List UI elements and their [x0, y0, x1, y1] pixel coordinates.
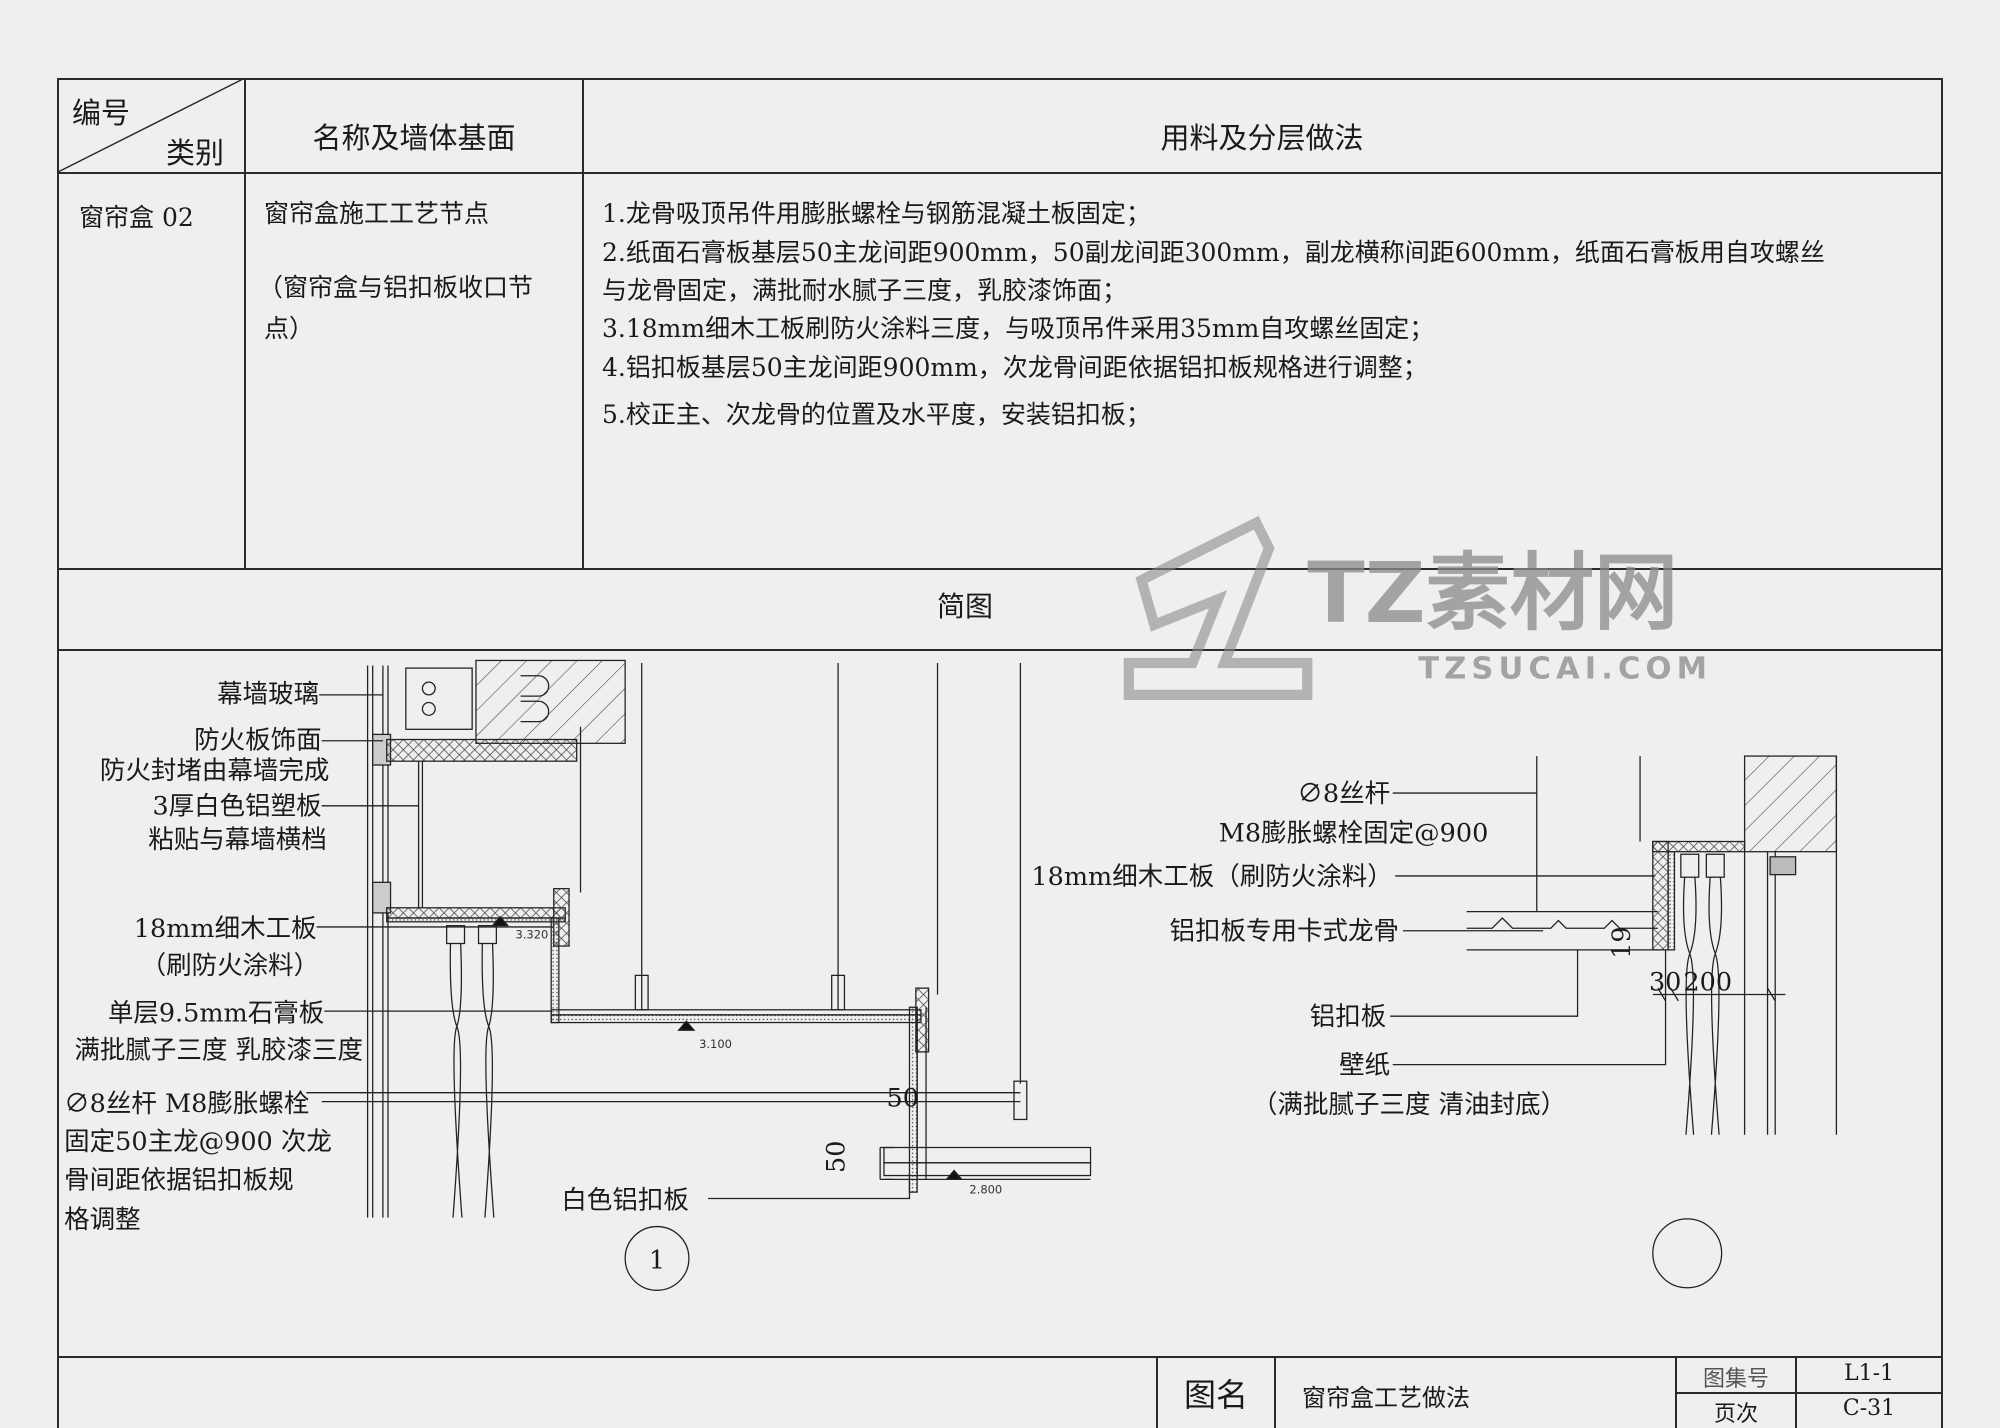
step-4: 4.铝扣板基层50主龙间距900mm，次龙骨间距依据铝扣板规格进行调整； — [602, 353, 1428, 382]
section-title: 简图 — [936, 590, 993, 623]
header-divider — [57, 172, 1942, 174]
watermark-logo: TZ素材网 TZSUCAI.COM — [1123, 515, 1712, 700]
step-3: 3.18mm细木工板刷防火涂料三度，与吸顶吊件采用35mm自攻螺丝固定； — [602, 314, 1435, 343]
dim-19: 19 — [1607, 926, 1637, 958]
label-r-bolt: M8膨胀螺栓固定@900 — [1219, 819, 1489, 849]
label-r-blockboard: 18mm细木工板（刷防火涂料） — [1031, 862, 1392, 892]
right-detail-labels: ∅8丝杆 M8膨胀螺栓固定@900 18mm细木工板（刷防火涂料） 铝扣板专用卡… — [1031, 779, 1732, 1120]
dim-200: 200 — [1683, 968, 1732, 998]
row-divider — [57, 568, 1942, 570]
row-name-note-1: （窗帘盒与铝扣板收口节 — [258, 273, 534, 302]
detail-number: 1 — [649, 1246, 665, 1276]
elevation-3100: 3.100 — [699, 1037, 732, 1051]
title-label: 图名 — [1183, 1376, 1248, 1414]
label-rod-4: 格调整 — [64, 1205, 141, 1235]
set-label: 图集号 — [1702, 1367, 1769, 1392]
left-detail-labels: 幕墙玻璃 防火板饰面 防火封堵由幕墙完成 3厚白色铝塑板 粘贴与幕墙横档 18m… — [64, 680, 1002, 1276]
label-white-alu-panel: 白色铝扣板 — [561, 1186, 689, 1216]
step-2: 2.纸面石膏板基层50主龙间距900mm，50副龙间距300mm，副龙横称间距6… — [602, 238, 1825, 267]
step-1: 1.龙骨吸顶吊件用膨胀螺栓与钢筋混凝土板固定； — [602, 199, 1151, 228]
col-divider-1 — [244, 78, 246, 569]
right-detail-geometry — [1390, 755, 1838, 1289]
drawing-bottom-divider — [57, 1356, 1942, 1358]
header-code: 编号 — [72, 96, 131, 130]
watermark-url: TZSUCAI.COM — [1418, 651, 1712, 686]
dim-50-side: 50 — [821, 1141, 851, 1173]
header-category: 类别 — [166, 136, 225, 170]
step-5: 5.校正主、次龙骨的位置及水平度，安装铝扣板； — [602, 400, 1151, 429]
section-divider — [57, 649, 1942, 651]
dim-50-top: 50 — [887, 1084, 919, 1114]
page-label: 页次 — [1713, 1402, 1758, 1427]
set-value: L1-1 — [1843, 1361, 1895, 1386]
label-fire-paint: （刷防火涂料） — [141, 951, 320, 981]
table-border-right — [1941, 78, 1943, 1428]
label-gypsum: 单层9.5mm石膏板 — [108, 998, 324, 1028]
row-name: 窗帘盒施工工艺节点 — [264, 199, 490, 228]
label-blockboard: 18mm细木工板 — [134, 914, 317, 944]
label-r-wallpaper: 壁纸 — [1339, 1051, 1390, 1081]
step-2-cont: 与龙骨固定，满批耐水腻子三度，乳胶漆饰面； — [602, 276, 1128, 305]
label-r-keel: 铝扣板专用卡式龙骨 — [1170, 917, 1400, 947]
title-block-div-2 — [1274, 1357, 1276, 1428]
label-alu-plastic-fix: 粘贴与幕墙横档 — [148, 825, 327, 855]
label-r-putty: （满批腻子三度 清油封底） — [1252, 1090, 1566, 1120]
col-divider-2 — [582, 78, 584, 569]
title-block-mid — [1675, 1392, 1942, 1394]
label-rod-1: ∅8丝杆 M8膨胀螺栓 — [64, 1089, 309, 1119]
page-value: C-31 — [1842, 1396, 1896, 1421]
label-putty: 满批腻子三度 乳胶漆三度 — [74, 1035, 363, 1065]
label-rod-3: 骨间距依据铝扣板规 — [64, 1165, 294, 1195]
elevation-2800: 2.800 — [969, 1182, 1002, 1196]
left-detail-geometry — [306, 659, 1092, 1291]
watermark-brand: TZ素材网 — [1307, 544, 1678, 642]
title-block-div-1 — [1156, 1357, 1158, 1428]
label-r-alu-panel: 铝扣板 — [1310, 1002, 1387, 1032]
header-materials: 用料及分层做法 — [1160, 121, 1364, 155]
dim-30: 30 — [1649, 968, 1681, 998]
label-r-rod: ∅8丝杆 — [1297, 779, 1390, 809]
row-name-note-2: 点） — [264, 314, 315, 343]
table-border-left — [57, 78, 59, 1428]
label-fireboard: 防火板饰面 — [194, 725, 322, 755]
label-fire-seal: 防火封堵由幕墙完成 — [100, 756, 330, 786]
label-curtain-glass: 幕墙玻璃 — [217, 680, 319, 710]
elevation-3320: 3.320 — [516, 927, 549, 941]
label-rod-2: 固定50主龙@900 次龙 — [64, 1127, 332, 1157]
label-alu-plastic: 3厚白色铝塑板 — [152, 792, 321, 822]
row-code: 窗帘盒 02 — [79, 203, 194, 232]
table-border-top — [57, 78, 1942, 80]
header-name: 名称及墙体基面 — [312, 121, 516, 155]
title-name: 窗帘盒工艺做法 — [1302, 1384, 1470, 1412]
